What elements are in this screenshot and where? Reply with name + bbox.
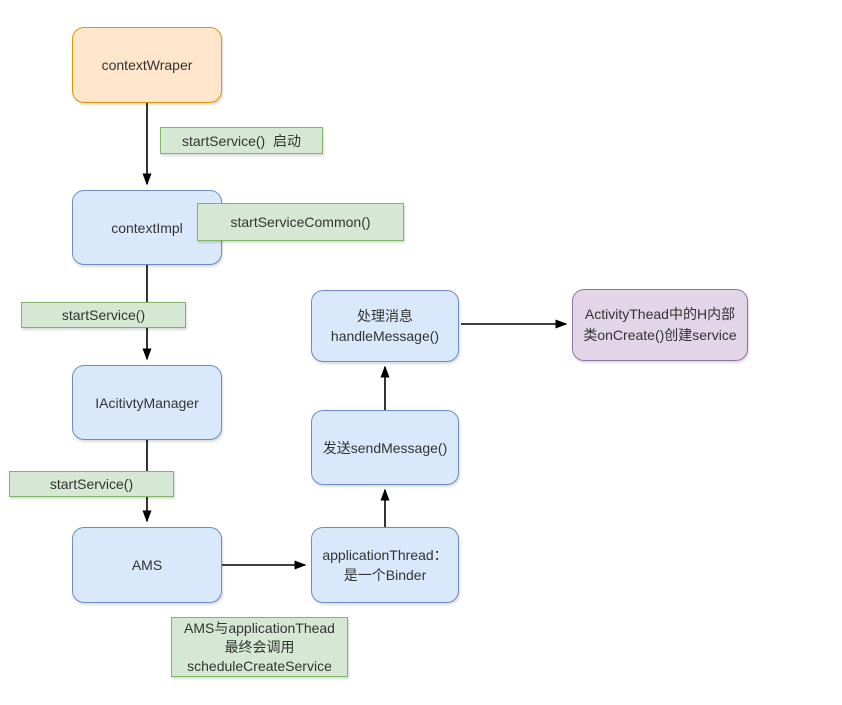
node-applicationthread-line2: 是一个Binder bbox=[343, 567, 427, 583]
node-activitythead-h: ActivityThead中的H内部 类onCreate()创建service bbox=[572, 289, 748, 361]
node-activitythead-h-line1: ActivityThead中的H内部 bbox=[584, 306, 736, 322]
label-startservicecommon: startServiceCommon() bbox=[197, 203, 404, 241]
label-ams-note-line2: 最终会调用 bbox=[224, 638, 295, 655]
node-applicationthread-line1: applicationThread： bbox=[322, 547, 448, 563]
node-sendmessage-label: 发送sendMessage() bbox=[322, 439, 448, 456]
label-ams-note-line3: scheduleCreateService bbox=[187, 657, 332, 674]
node-iacitivtymanager-label: IAcitivtyManager bbox=[95, 394, 199, 411]
label-startservice-launch: startService() 启动 bbox=[160, 127, 323, 154]
node-applicationthread: applicationThread： 是一个Binder bbox=[311, 527, 459, 603]
label-startservice-1-text: startService() bbox=[61, 307, 146, 323]
node-handlemessage-line2: handleMessage() bbox=[330, 328, 440, 344]
node-handlemessage-line1: 处理消息 bbox=[357, 308, 413, 324]
label-ams-note: AMS与applicationThead 最终会调用 scheduleCreat… bbox=[171, 617, 348, 677]
node-contextwraper: contextWraper bbox=[72, 27, 222, 103]
label-startservice-launch-text: startService() 启动 bbox=[181, 132, 301, 149]
node-sendmessage: 发送sendMessage() bbox=[311, 410, 459, 485]
node-iacitivtymanager: IAcitivtyManager bbox=[72, 365, 222, 440]
node-contextimpl: contextImpl bbox=[72, 190, 222, 265]
label-ams-note-line1: AMS与applicationThead bbox=[184, 619, 335, 636]
node-ams-label: AMS bbox=[131, 557, 163, 573]
label-startservicecommon-text: startServiceCommon() bbox=[230, 214, 371, 230]
node-activitythead-h-line2: 类onCreate()创建service bbox=[583, 327, 737, 343]
node-contextimpl-label: contextImpl bbox=[111, 219, 183, 236]
label-startservice-2: startService() bbox=[9, 471, 174, 497]
label-startservice-2-text: startService() bbox=[49, 476, 134, 492]
node-handlemessage: 处理消息 handleMessage() bbox=[311, 290, 459, 362]
label-startservice-1: startService() bbox=[21, 302, 186, 328]
node-ams: AMS bbox=[72, 527, 222, 603]
node-contextwraper-label: contextWraper bbox=[101, 57, 193, 73]
